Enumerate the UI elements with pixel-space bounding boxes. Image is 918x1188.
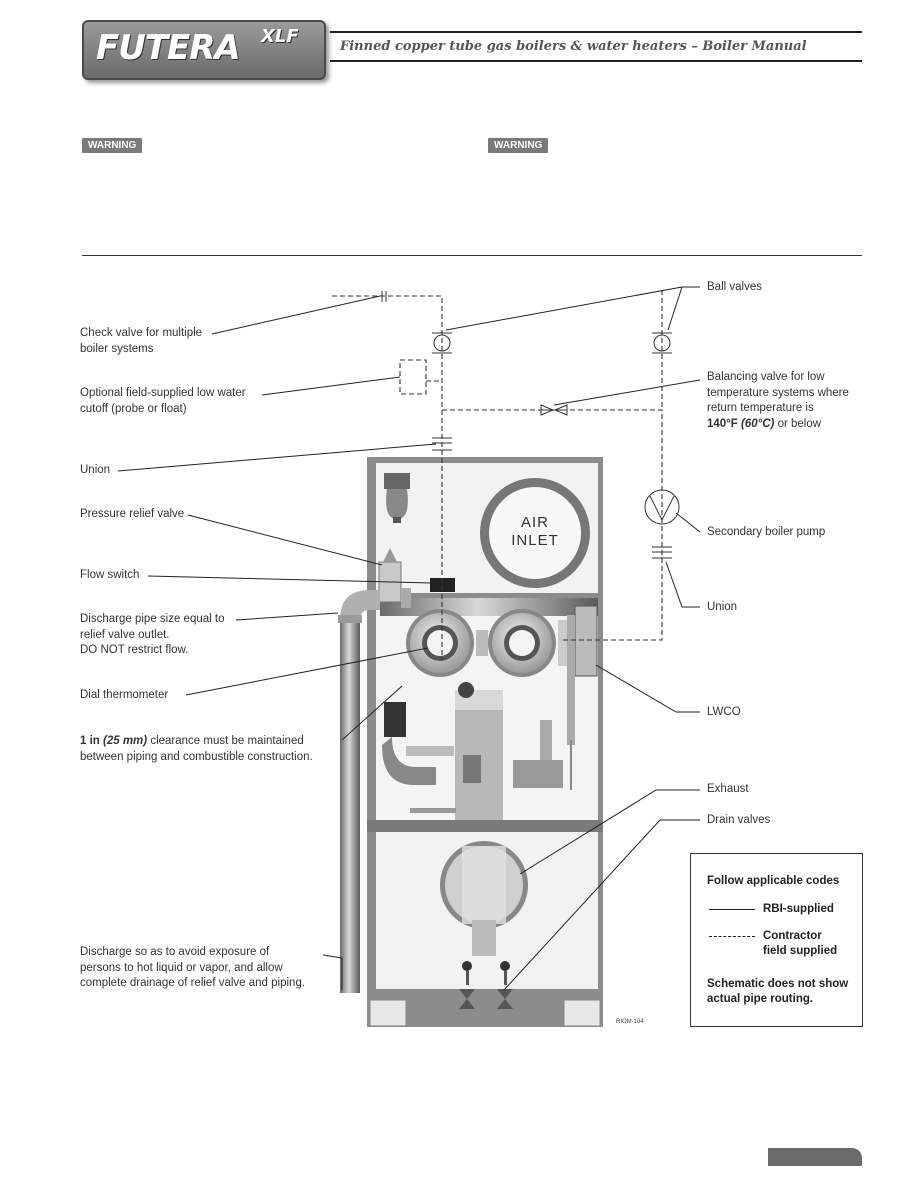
air-inlet-label-line1: AIR <box>520 514 549 531</box>
label-discharge-note: Discharge so as to avoid exposure of per… <box>80 945 305 992</box>
label-line: temperature systems where <box>707 386 849 399</box>
label-ball-valves: Ball valves <box>707 281 762 293</box>
legend-title: Follow applicable codes <box>707 875 840 887</box>
gas-train <box>382 682 563 820</box>
label-line: complete drainage of relief valve and pi… <box>80 977 306 989</box>
label-line: Optional field-supplied low water <box>80 387 246 399</box>
clearance-text: clearance must be maintained <box>147 735 304 747</box>
label-pressure-relief-valve: Pressure relief valve <box>80 508 185 520</box>
air-inlet-label-line2: INLET <box>511 532 559 549</box>
header-rule-top <box>330 31 862 33</box>
label-line: boiler systems <box>80 342 154 355</box>
label-line: relief valve outlet. <box>80 628 170 641</box>
piping-symbols <box>381 291 680 559</box>
label-secondary-pump: Secondary boiler pump <box>707 526 826 538</box>
boiler-manifold <box>380 598 598 677</box>
warning-badge-left: WARNING <box>82 138 143 153</box>
legend-solid-line <box>709 909 755 910</box>
label-union-left: Union <box>80 464 111 476</box>
clearance-value: 1 in <box>80 735 100 747</box>
legend-line: Schematic does not show <box>707 978 849 990</box>
legend-box: Follow applicable codes RBI-supplied Con… <box>690 853 863 1027</box>
label-lwco: LWCO <box>707 706 741 718</box>
figure-code: RIOM-104 <box>616 1019 644 1025</box>
label-line: cutoff (probe or float) <box>80 402 187 415</box>
legend-line: Contractor <box>763 930 822 942</box>
label-dial-thermometer: Dial thermometer <box>80 689 169 701</box>
flow-switch <box>430 578 455 592</box>
vent-fitting <box>384 473 410 523</box>
brand-logo: FUTERA XLF <box>82 20 326 80</box>
label-line: persons to hot liquid or vapor, and allo… <box>80 961 283 974</box>
legend-dashed-label: Contractor field supplied <box>763 929 837 959</box>
label-exhaust: Exhaust <box>707 783 749 795</box>
page-number-tab <box>768 1148 862 1166</box>
temp-text: or below <box>774 417 822 430</box>
legend-note: Schematic does not show actual pipe rout… <box>707 977 848 1007</box>
air-inlet-opening <box>480 478 590 588</box>
section-divider <box>82 255 862 256</box>
label-line: 140°F (60°C) or below <box>707 417 849 433</box>
legend-line: field supplied <box>763 945 838 957</box>
label-flow-switch: Flow switch <box>80 569 140 581</box>
label-drain-valves: Drain valves <box>707 814 771 826</box>
brand-suffix: XLF <box>261 26 299 47</box>
label-line: between piping and combustible construct… <box>80 750 313 763</box>
brand-name: FUTERA <box>96 28 241 68</box>
discharge-pipe <box>338 590 380 993</box>
label-line: Discharge so as to avoid exposure of <box>80 946 270 958</box>
label-line: 1 in (25 mm) clearance must be maintaine… <box>80 734 313 750</box>
label-union-right: Union <box>707 601 738 613</box>
label-line: Balancing valve for low <box>707 371 825 383</box>
label-balancing-valve: Balancing valve for low temperature syst… <box>707 370 849 432</box>
temp-value: 140°F <box>707 417 738 430</box>
label-check-valve: Check valve for multiple boiler systems <box>80 326 202 357</box>
air-inlet-label: AIR INLET <box>480 514 590 550</box>
drain-valve-group <box>459 961 513 1009</box>
label-line: DO NOT restrict flow. <box>80 644 189 656</box>
exhaust-outlet <box>440 841 528 956</box>
label-clearance: 1 in (25 mm) clearance must be maintaine… <box>80 734 313 765</box>
label-line: return temperature is <box>707 402 814 414</box>
header-rule-bottom <box>330 60 862 62</box>
lwco-device <box>574 605 598 677</box>
label-discharge-pipe: Discharge pipe size equal to relief valv… <box>80 612 224 659</box>
label-line: Check valve for multiple <box>80 327 203 339</box>
page-title: Finned copper tube gas boilers & water h… <box>340 39 807 54</box>
legend-line: actual pipe routing. <box>707 993 814 1005</box>
leader-lines <box>117 286 701 991</box>
temp-metric: (60°C) <box>741 417 775 430</box>
label-line: Discharge pipe size equal to <box>80 613 225 625</box>
legend-dashed-line <box>709 936 755 937</box>
legend-solid-label: RBI-supplied <box>763 903 834 915</box>
clearance-metric: (25 mm) <box>103 735 148 747</box>
warning-badge-right: WARNING <box>488 138 549 153</box>
label-low-water-cutoff: Optional field-supplied low water cutoff… <box>80 386 246 417</box>
